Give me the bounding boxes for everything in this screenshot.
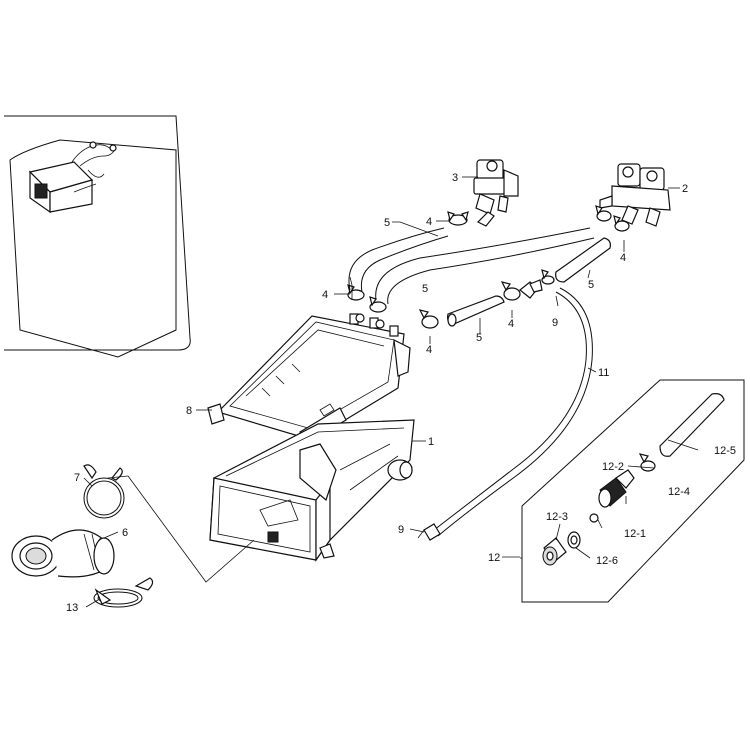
label-part-1: 1 [428, 436, 434, 448]
label-part-3: 3 [452, 172, 458, 184]
label-part-4: 4 [426, 344, 432, 356]
clamp-4-right [500, 281, 521, 301]
label-part-5: 5 [422, 283, 428, 295]
clip-9-lower [417, 523, 441, 541]
spring-clamp-7 [83, 464, 125, 519]
hose-5-right-valve2 [555, 237, 611, 283]
label-part-9: 9 [552, 317, 558, 329]
tube-11 [433, 287, 593, 537]
clamp-12-4 [638, 453, 656, 472]
clamp-9-upper [541, 269, 555, 285]
label-part-11: 11 [598, 367, 609, 379]
clamp-4-middle [418, 309, 439, 329]
label-part-4: 4 [620, 252, 626, 264]
label-part-12-4: 12-4 [668, 486, 690, 498]
label-part-7: 7 [74, 472, 80, 484]
water-valve-3 [473, 159, 519, 227]
label-part-9: 9 [398, 524, 404, 536]
hose-clamp-13 [93, 577, 154, 608]
label-part-6: 6 [122, 527, 128, 539]
inset-drawer-assembly [28, 141, 117, 214]
label-part-8: 8 [186, 405, 192, 417]
clamp-4-valve2-right [613, 215, 630, 232]
assembly-12-box [521, 379, 745, 603]
fitting-12-3 [542, 537, 567, 566]
label-part-5: 5 [476, 332, 482, 344]
label-part-12-6: 12-6 [596, 555, 618, 567]
label-part-13: 13 [66, 602, 78, 614]
label-part-12: 12 [488, 552, 500, 564]
label-part-4: 4 [508, 318, 514, 330]
label-part-5: 5 [588, 279, 594, 291]
hose-5-short-straight [447, 295, 505, 327]
clamp-4-valve2-left [595, 205, 612, 222]
label-part-12-3: 12-3 [546, 511, 568, 523]
clamp-4-left-lower [369, 296, 387, 313]
label-part-12-2: 12-2 [602, 461, 624, 473]
ball-12-1 [589, 513, 599, 523]
part-labels: 1 2 3 4 4 4 4 4 5 5 5 5 6 7 8 9 9 11 12 … [66, 172, 736, 614]
tube-12-5 [659, 393, 725, 457]
label-part-5: 5 [384, 217, 390, 229]
nozzle-12-2 [598, 469, 635, 508]
connector-tee [519, 279, 543, 299]
bellows-6 [11, 529, 115, 578]
drawer-housing-1 [209, 419, 415, 562]
hose-5-left-long [348, 227, 595, 305]
label-part-4: 4 [426, 216, 432, 228]
washer-12-6 [567, 531, 581, 549]
inset-panel [4, 115, 191, 358]
label-part-4: 4 [322, 289, 328, 301]
label-part-12-1: 12-1 [624, 528, 646, 540]
connector-lines-lower-left [107, 475, 255, 583]
label-part-2: 2 [682, 183, 688, 195]
leader-lines [83, 176, 699, 608]
clamp-4-upper-valve3 [447, 211, 469, 226]
label-part-12-5: 12-5 [714, 445, 736, 457]
